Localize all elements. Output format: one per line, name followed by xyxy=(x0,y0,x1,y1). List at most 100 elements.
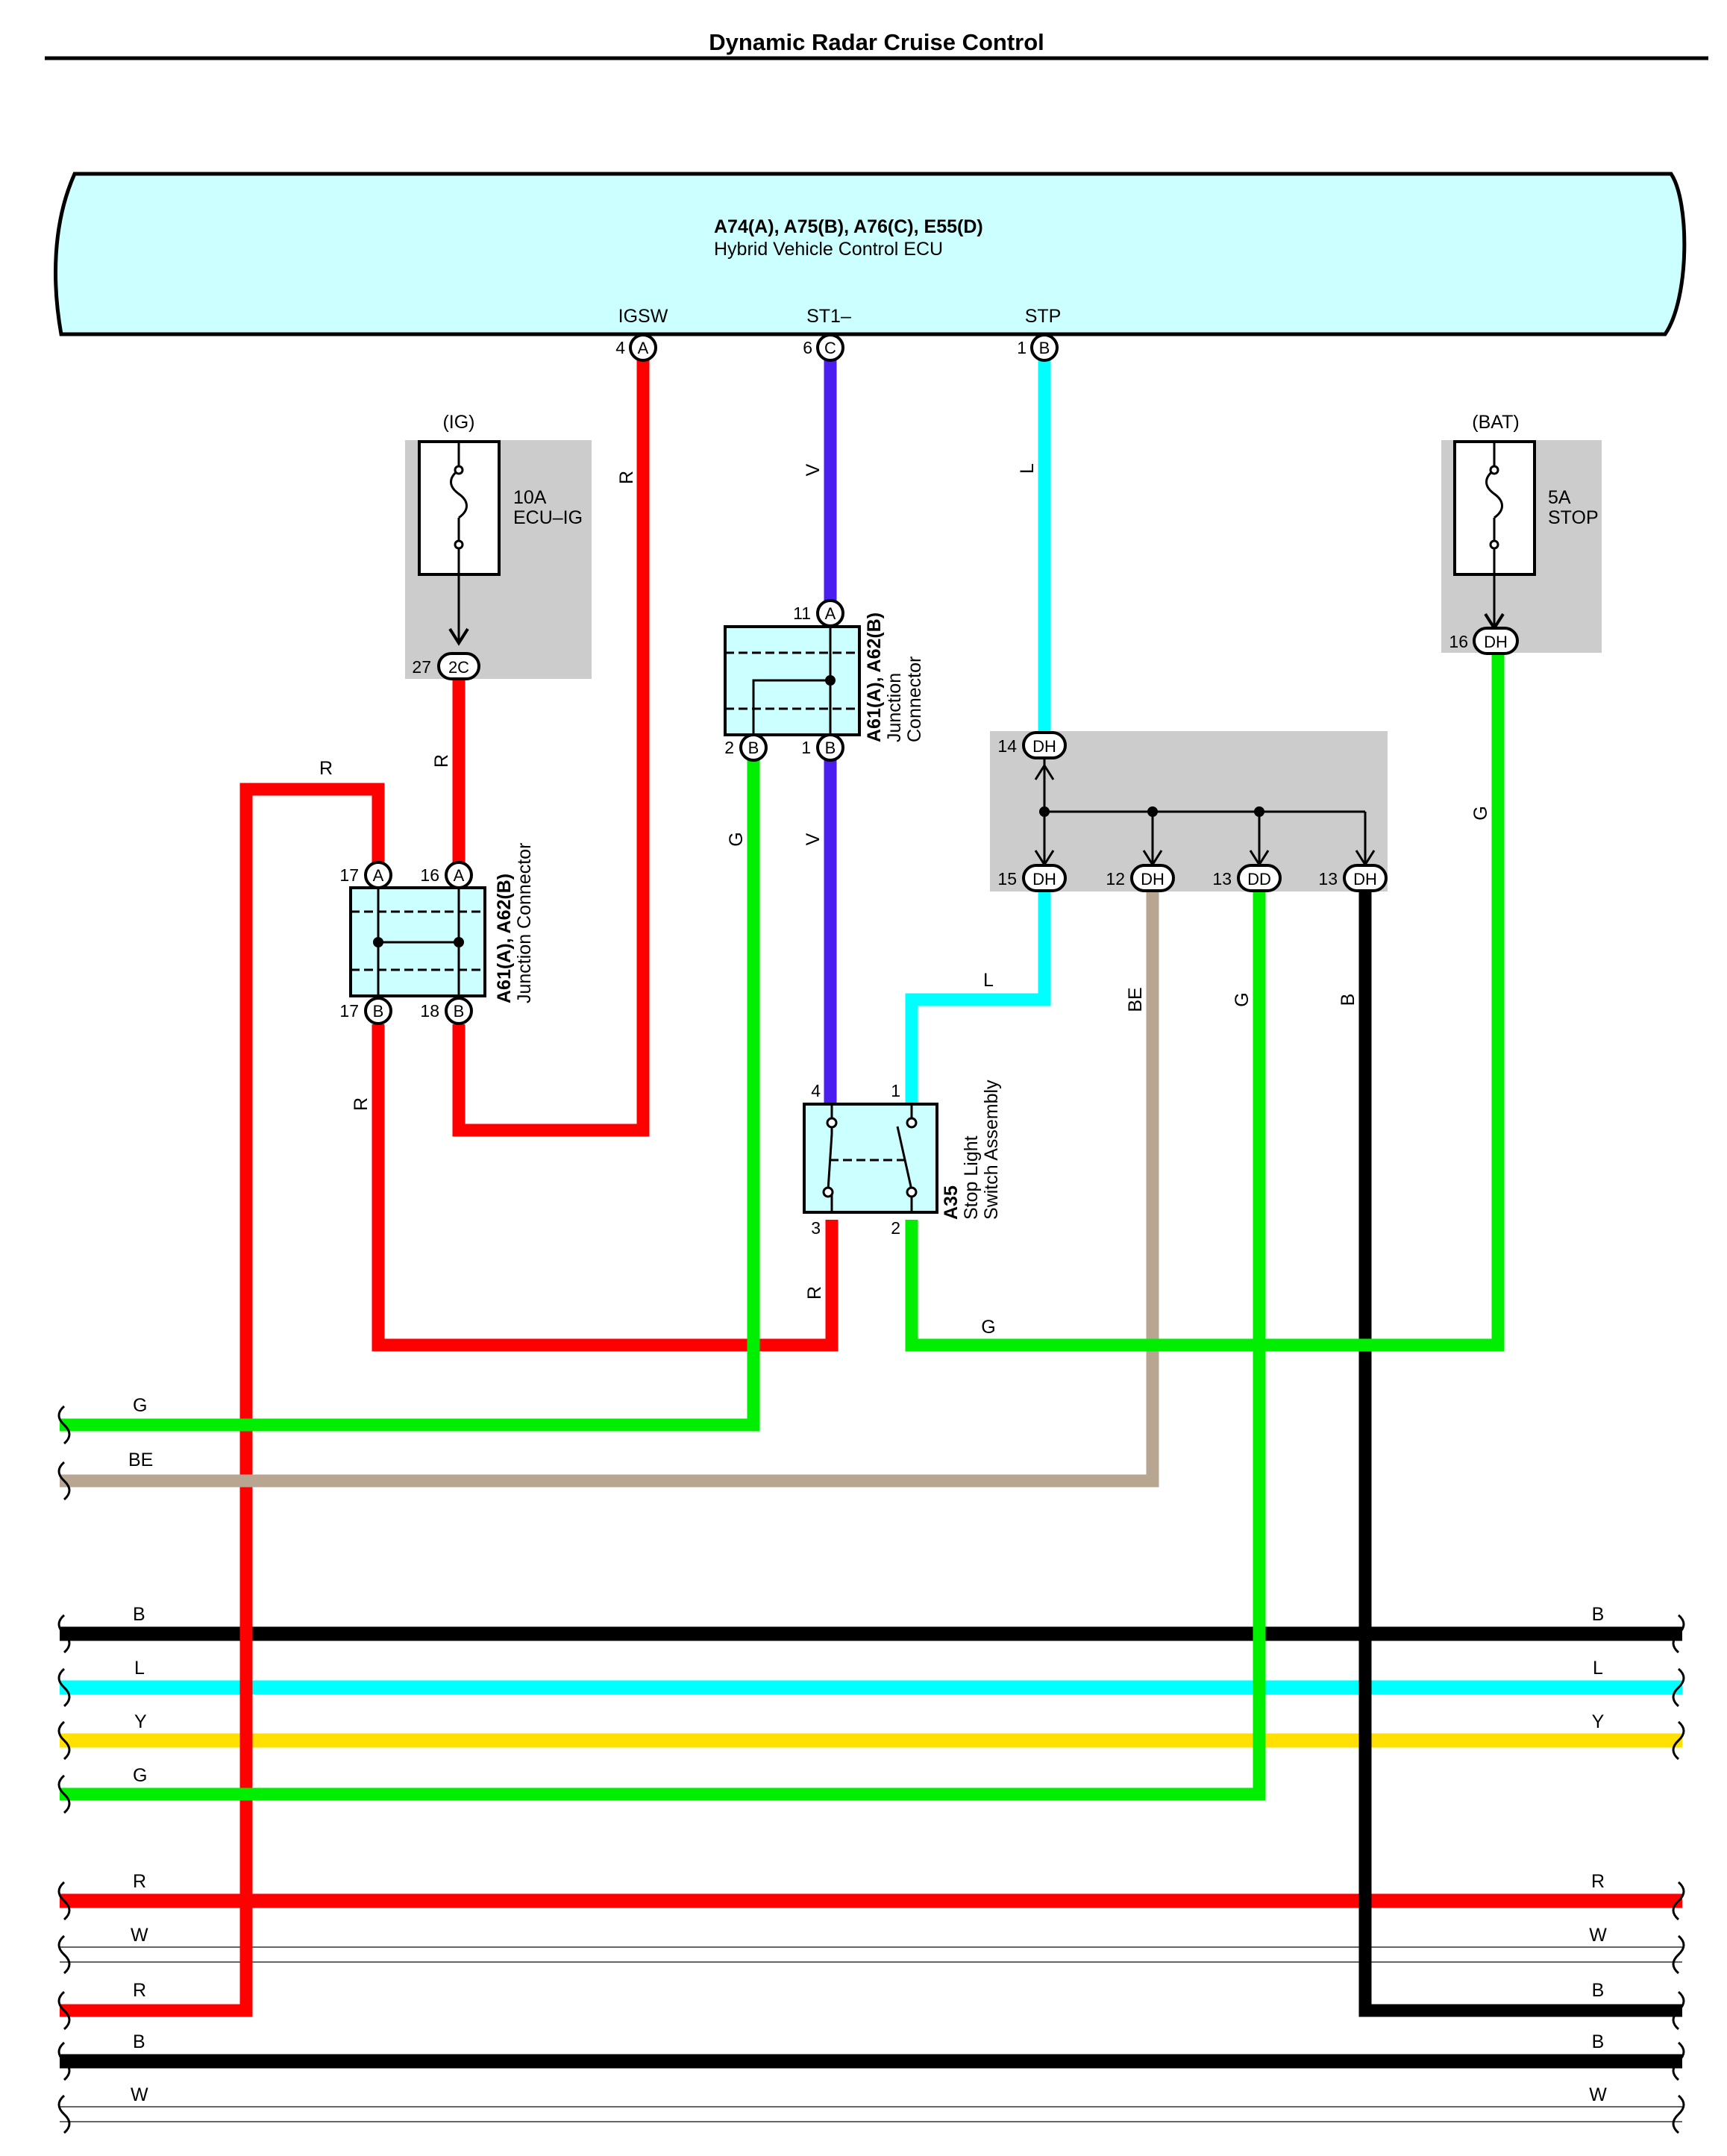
splice-pin-13-dh-conn: DH xyxy=(1353,870,1377,889)
wire-jc-a17-red xyxy=(60,783,385,2017)
ecu-terminal-igsw: IGSW xyxy=(618,306,668,327)
harness-left-label-1: BE xyxy=(128,1450,153,1470)
switch-contact-2 xyxy=(906,1186,918,1198)
wire-label-jc2-b17-r: R xyxy=(351,1097,372,1111)
wire-splice-beige xyxy=(60,889,1159,1488)
splice-pin-14-conn: DH xyxy=(1032,737,1056,756)
fuse-ig-pin: 27 xyxy=(412,657,431,677)
harness-left-label-4: Y xyxy=(134,1711,147,1732)
splice-pin-12 xyxy=(1130,864,1175,892)
splice-pin-14 xyxy=(1022,731,1067,759)
fuse-bat-connector xyxy=(1473,627,1519,655)
ecu-stp-conn: B xyxy=(1039,339,1050,357)
jc2-pin-a16-conn: A xyxy=(454,866,465,885)
splice-pin-14-num: 14 xyxy=(997,736,1017,756)
jc2-pin-a17-conn: A xyxy=(373,866,384,885)
splice-dot-1 xyxy=(1039,806,1050,817)
splice-pin-12-conn: DH xyxy=(1141,870,1165,889)
wire-label-splice-g: G xyxy=(1232,992,1253,1006)
ecu-terminal-st1-connector xyxy=(816,333,844,362)
jc1-pin-1 xyxy=(816,733,844,762)
switch-contact-1 xyxy=(906,1117,918,1129)
harness-left-label-5: G xyxy=(133,1765,147,1786)
hybrid-ecu-box xyxy=(54,172,1687,336)
ecu-terminal-stp-connector xyxy=(1030,333,1059,362)
jc1-codes: A61(A), A62(B) xyxy=(864,612,885,742)
splice-pin-13-dh xyxy=(1343,864,1388,892)
wire-jc-green xyxy=(60,752,760,1432)
wire-label-sw2-g: G xyxy=(981,1317,995,1338)
fuse-ig-conn-label: 2C xyxy=(448,658,469,677)
fuse-ig-source: (IG) xyxy=(442,412,474,433)
harness-right-label-0: B xyxy=(1592,1604,1605,1625)
fuse-ig-name: ECU–IG xyxy=(513,507,583,528)
ecu-igsw-pin: 4 xyxy=(615,338,625,357)
jc2-pin-a16-num: 16 xyxy=(420,865,439,885)
wire-splice-black xyxy=(1358,889,1682,2017)
jc2-pin-b17-conn: B xyxy=(373,1002,384,1021)
ecu-codes: A74(A), A75(B), A76(C), E55(D) xyxy=(714,216,983,237)
harness-right-label-3: R xyxy=(1591,1871,1605,1892)
switch-code: A35 xyxy=(941,1185,962,1220)
harness-right-label-6: B xyxy=(1592,2031,1605,2052)
harness-right-label-4: W xyxy=(1589,1925,1607,1946)
stop-light-switch-contacts xyxy=(827,1104,913,1212)
switch-name-1: Stop Light xyxy=(961,1135,982,1220)
jc2-pin-a17 xyxy=(364,861,392,889)
wire-label-stp-l: L xyxy=(1017,463,1038,474)
harness-right-label-1: L xyxy=(1593,1658,1603,1679)
wire-label-ecuig-r: R xyxy=(431,754,452,768)
fuse-bat-name: STOP xyxy=(1548,507,1599,528)
harness-right-label-5: B xyxy=(1592,1980,1605,2001)
harness-left-label-9: B xyxy=(133,2031,145,2052)
junction-connector-1-internals xyxy=(725,627,859,735)
jc1-junction-dot xyxy=(825,675,836,686)
fuse-bat-pin: 16 xyxy=(1449,632,1468,651)
jc1-pin-2 xyxy=(739,733,768,762)
jc1-pin-11-conn: A xyxy=(825,604,836,623)
harness-left-label-7: W xyxy=(131,1925,148,1946)
splice-dot-2 xyxy=(1147,806,1158,817)
jc1-pin-2-conn: B xyxy=(748,739,759,757)
wire-label-splice-be: BE xyxy=(1125,987,1146,1012)
ecu-st1-pin: 6 xyxy=(803,338,812,357)
switch-contact-4 xyxy=(826,1117,838,1129)
splice-pin-12-num: 12 xyxy=(1106,869,1125,889)
wire-label-splice-l: L xyxy=(983,970,994,991)
fuse-bat-source: (BAT) xyxy=(1472,412,1519,433)
fuse-ig-rating: 10A xyxy=(513,487,547,508)
wire-igsw-red xyxy=(452,357,650,1137)
wire-splice-blue xyxy=(905,889,1051,1112)
harness-left-label-2: B xyxy=(133,1604,145,1625)
diagram-title: Dynamic Radar Cruise Control xyxy=(709,29,1044,55)
fuse-ig-connector xyxy=(437,652,480,680)
jc1-pin-2-num: 2 xyxy=(724,738,734,757)
jc2-name: Junction Connector xyxy=(514,843,535,1003)
splice-pin-13-dd-num: 13 xyxy=(1212,869,1232,889)
wire-label-igsw-r: R xyxy=(616,471,637,484)
splice-pin-15 xyxy=(1022,864,1067,892)
fuse-ecu-ig-icon xyxy=(448,442,469,646)
wire-splice-green xyxy=(60,889,1266,1801)
wire-label-splice-b: B xyxy=(1338,994,1358,1006)
wire-label-jc-left-r: R xyxy=(319,758,333,779)
ecu-st1-conn: C xyxy=(824,339,836,357)
jc2-pin-b18 xyxy=(445,997,473,1025)
harness-right-label-7: W xyxy=(1589,2084,1607,2105)
harness-left-label-0: G xyxy=(133,1395,147,1416)
splice-pin-13-dh-num: 13 xyxy=(1318,869,1338,889)
harness-breaks-left xyxy=(57,1405,71,2134)
ecu-stp-pin: 1 xyxy=(1017,338,1027,357)
jc2-pin-b17 xyxy=(364,997,392,1025)
ecu-terminal-st1: ST1– xyxy=(806,306,851,327)
switch-pin-4: 4 xyxy=(811,1081,821,1100)
jc2-pin-b17-num: 17 xyxy=(339,1001,359,1021)
switch-pin-1: 1 xyxy=(891,1081,900,1100)
jc2-pin-b18-conn: B xyxy=(454,1002,465,1021)
wire-jc-b17-red xyxy=(372,1024,839,1352)
jc1-pin-1-num: 1 xyxy=(801,738,811,757)
harness-right-label-2: Y xyxy=(1592,1711,1605,1732)
splice-pin-15-conn: DH xyxy=(1032,870,1056,889)
jc1-name-1: Junction xyxy=(884,673,905,742)
